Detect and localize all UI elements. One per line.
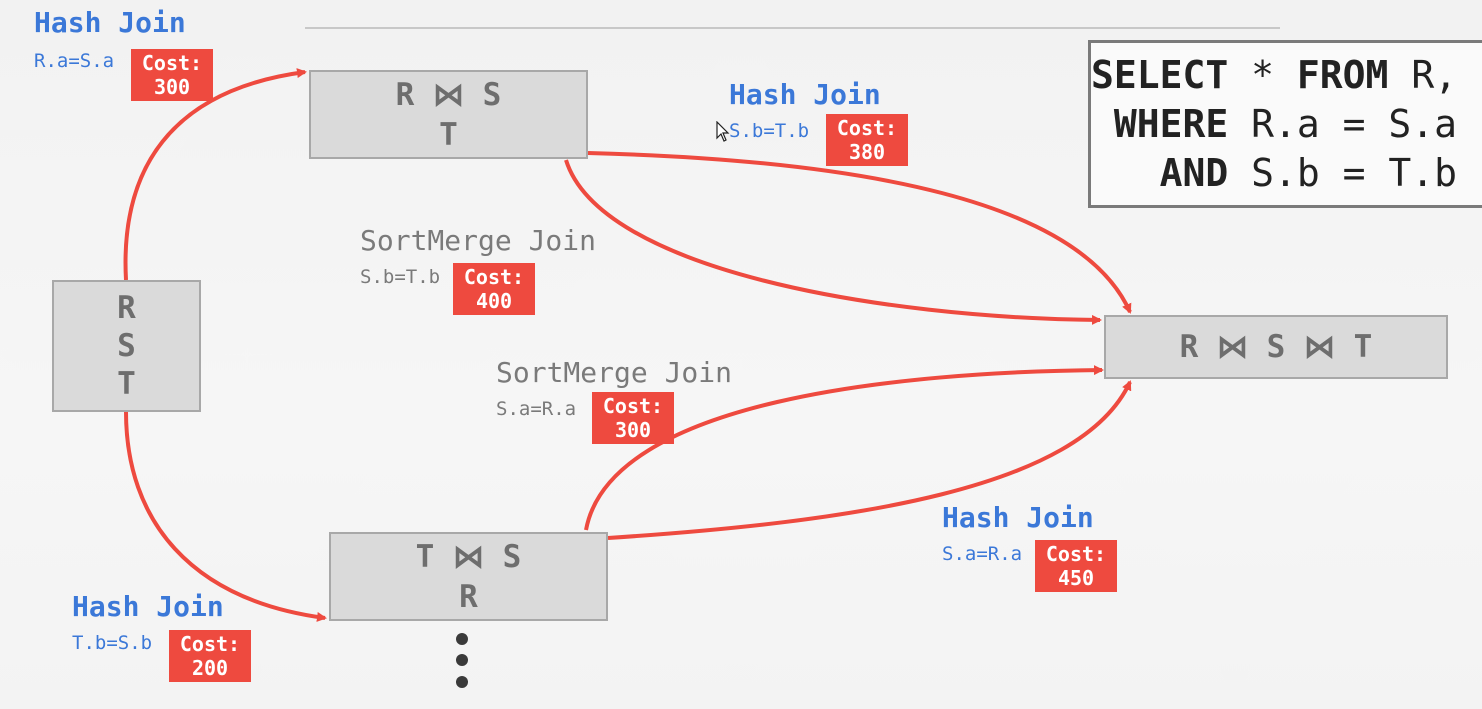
cost-label: Cost: xyxy=(463,265,525,289)
edge-rs-t-to-final-sortmerge xyxy=(564,159,1102,325)
join-title: SortMerge Join xyxy=(496,356,733,389)
cost-label: Cost: xyxy=(602,394,664,418)
cost-value: 200 xyxy=(191,656,229,680)
node-label: S xyxy=(117,328,136,364)
join-title: Hash Join xyxy=(72,590,224,623)
sql-keyword-select: SELECT xyxy=(1091,53,1229,97)
edge-ts-r-to-final-hash xyxy=(607,380,1132,540)
node-rs-t: R ⋈ S T xyxy=(309,70,588,159)
edge-rst-to-ts-r xyxy=(124,411,327,622)
sql-text: R, xyxy=(1388,53,1458,97)
join-condition: T.b=S.b xyxy=(72,632,153,654)
sql-line-2: WHERE R.a = S.a xyxy=(1091,100,1482,149)
edge-rs-t-to-final-hash xyxy=(587,151,1132,314)
join-title: Hash Join xyxy=(942,501,1094,534)
node-final: R ⋈ S ⋈ T xyxy=(1104,315,1448,379)
join-condition: S.b=T.b xyxy=(729,120,810,142)
join-title: Hash Join xyxy=(34,6,186,39)
join-condition: S.a=R.a xyxy=(942,543,1023,565)
sql-text: R.a = S.a xyxy=(1228,102,1458,146)
node-label: R ⋈ S ⋈ T xyxy=(1179,329,1373,365)
sql-text: S.b = T.b xyxy=(1228,151,1458,195)
node-label: T xyxy=(117,366,136,402)
node-ts-r: T ⋈ S R xyxy=(329,532,608,621)
ellipsis-dot xyxy=(456,676,468,688)
cost-badge: Cost: 300 xyxy=(131,49,213,101)
join-title: Hash Join xyxy=(729,78,881,111)
cost-value: 300 xyxy=(614,418,652,442)
node-label: R ⋈ S xyxy=(395,76,502,113)
node-rst: R S T xyxy=(52,280,201,412)
cost-label: Cost: xyxy=(1045,542,1107,566)
join-condition: R.a=S.a xyxy=(34,50,115,72)
cost-value: 380 xyxy=(848,140,886,164)
cost-badge: Cost: 400 xyxy=(453,263,535,315)
cost-badge: Cost: 450 xyxy=(1035,540,1117,592)
sql-line-1: SELECT * FROM R, xyxy=(1091,51,1482,100)
sql-text: * xyxy=(1228,53,1297,97)
node-label: T xyxy=(439,116,458,153)
cost-label: Cost: xyxy=(141,51,203,75)
node-label: T ⋈ S xyxy=(415,538,522,575)
ellipsis-dot xyxy=(456,633,468,645)
cost-badge: Cost: 200 xyxy=(169,630,251,682)
node-label: R xyxy=(117,290,136,326)
cost-badge: Cost: 300 xyxy=(592,392,674,444)
edge-ts-r-to-final-sortmerge xyxy=(584,365,1104,531)
mouse-cursor-icon xyxy=(716,121,730,142)
node-label: R xyxy=(459,578,478,615)
cost-badge: Cost: 380 xyxy=(826,114,908,166)
join-condition: S.b=T.b xyxy=(360,266,441,288)
cost-value: 300 xyxy=(153,75,191,99)
cost-label: Cost: xyxy=(836,116,898,140)
join-title: SortMerge Join xyxy=(360,224,597,257)
sql-keyword-where: WHERE xyxy=(1091,102,1229,146)
edge-rst-to-rs-t xyxy=(123,68,307,281)
sql-query-box: SELECT * FROM R, WHERE R.a = S.a AND S.b… xyxy=(1088,40,1482,208)
ellipsis-dot xyxy=(456,654,468,666)
sql-line-3: AND S.b = T.b xyxy=(1091,149,1482,198)
header-divider xyxy=(305,27,1280,29)
join-condition: S.a=R.a xyxy=(496,398,577,420)
cost-label: Cost: xyxy=(179,632,241,656)
sql-keyword-and: AND xyxy=(1091,151,1229,195)
sql-keyword-from: FROM xyxy=(1296,53,1389,97)
cost-value: 450 xyxy=(1057,566,1095,590)
cost-value: 400 xyxy=(475,289,513,313)
